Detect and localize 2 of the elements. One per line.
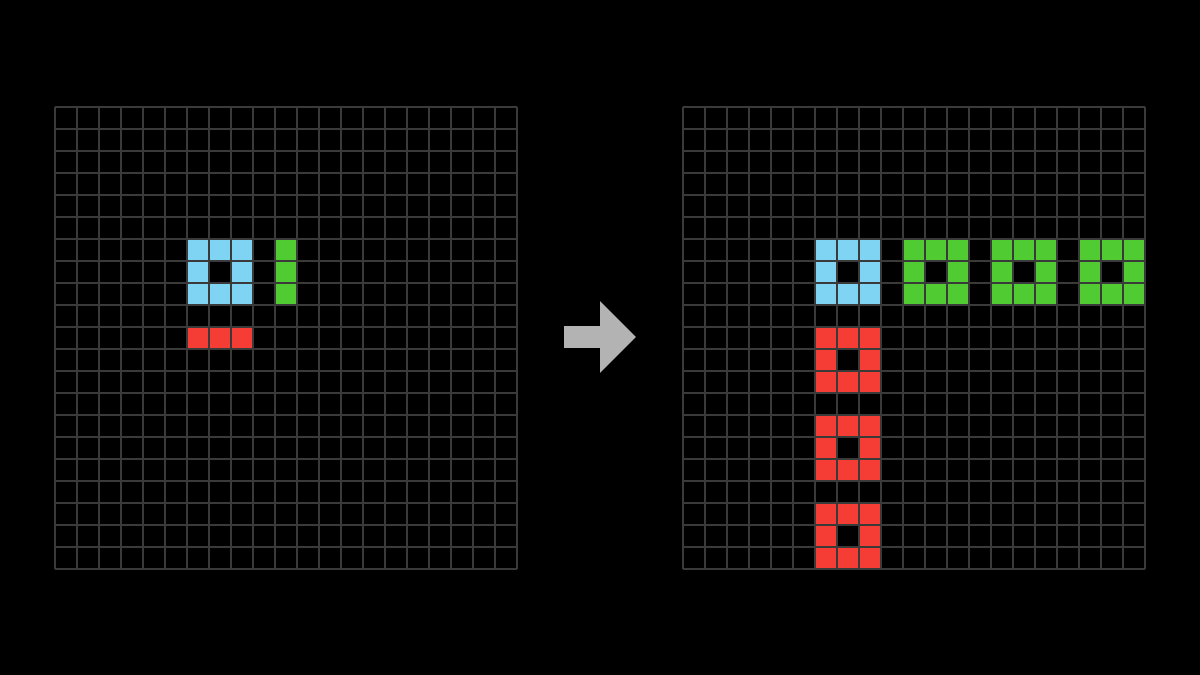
pixel-grid-drawing bbox=[682, 106, 1146, 570]
pixel-grid-drawing bbox=[54, 106, 518, 570]
